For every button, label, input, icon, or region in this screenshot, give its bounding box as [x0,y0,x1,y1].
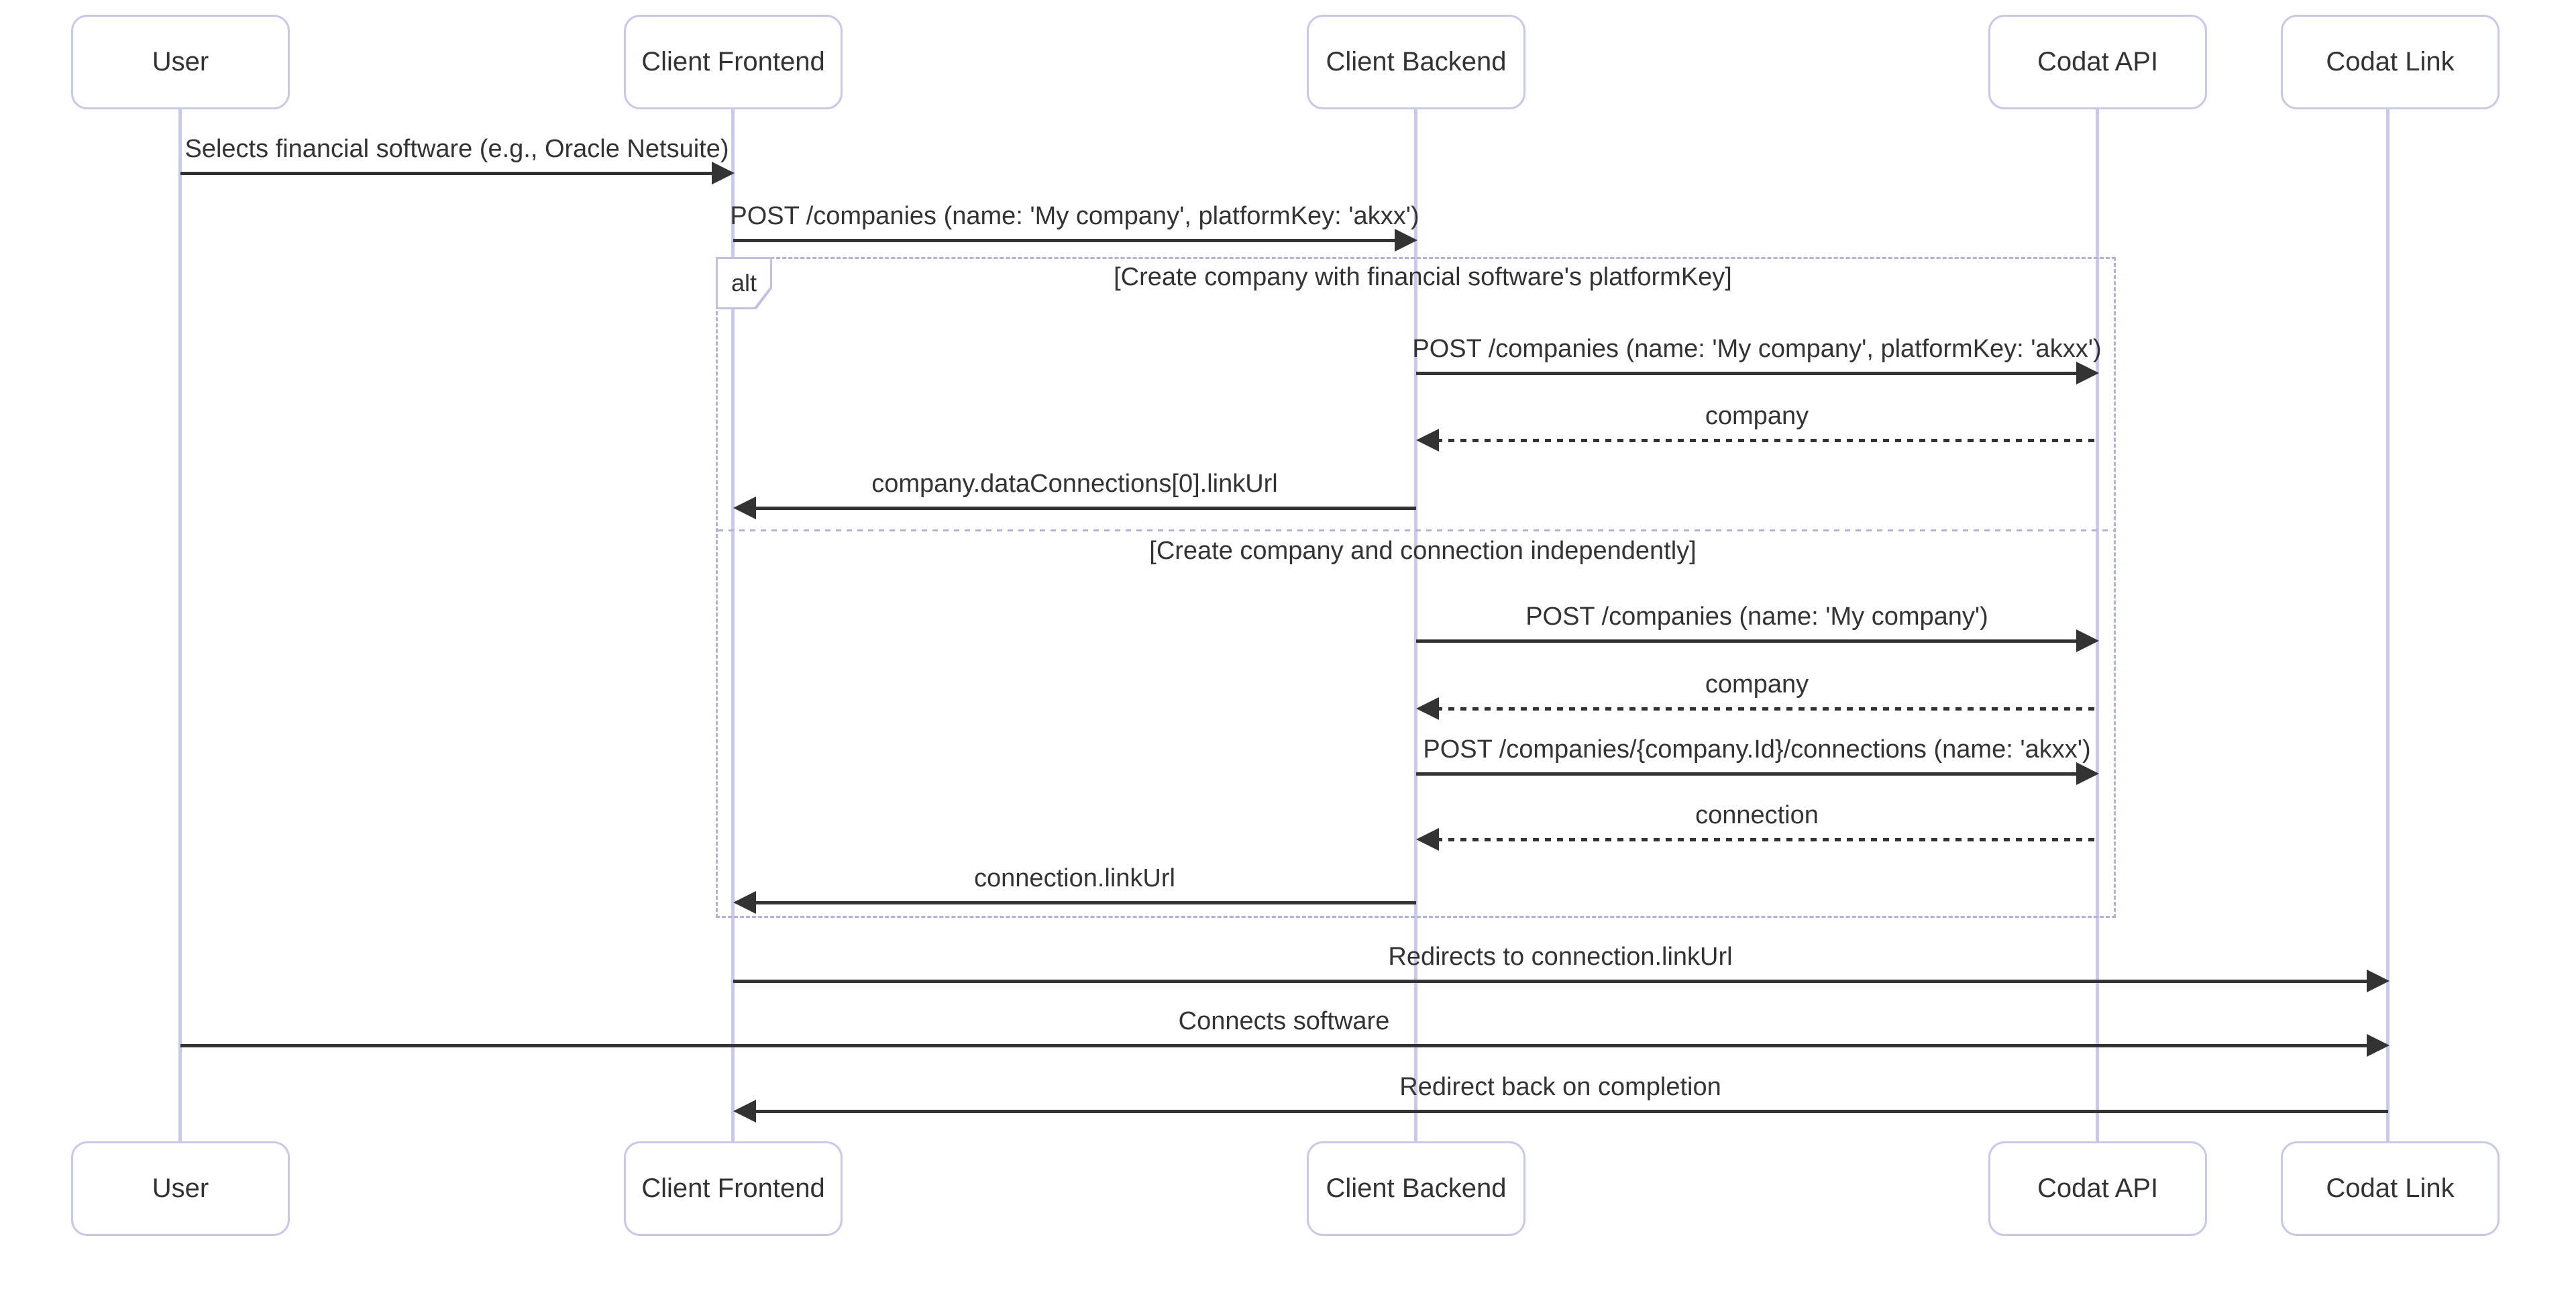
message-label: POST /companies (name: 'My company') [1525,603,1988,631]
arrowhead-right-icon [2367,1034,2390,1057]
message-line [180,172,713,175]
message-line [733,980,2368,983]
message-label: POST /companies (name: 'My company', pla… [730,202,1419,230]
arrowhead-left-icon [1416,828,1439,851]
arrowhead-right-icon [2076,362,2099,384]
message-line [1416,372,2078,375]
message-line [1436,439,2098,442]
actor-box-codat-link-bottom: Codat Link [2281,1141,2500,1236]
message-label: POST /companies (name: 'My company', pla… [1412,335,2102,363]
message-line [180,1044,2368,1047]
lifeline-codat-link [2386,109,2390,1141]
message-line [1416,639,2078,643]
arrowhead-right-icon [1395,229,1417,252]
message-label: Redirect back on completion [1399,1073,1721,1101]
message-line [1416,772,2078,776]
actor-box-client-frontend-top: Client Frontend [624,15,843,109]
actor-box-client-backend-bottom: Client Backend [1307,1141,1525,1236]
actor-box-codat-api-bottom: Codat API [1988,1141,2207,1236]
message-line [1436,838,2098,841]
message-label: Selects financial software (e.g., Oracle… [184,135,729,163]
actor-box-codat-link-top: Codat Link [2281,15,2500,109]
message-label: company [1705,402,1809,430]
message-label: company [1705,670,1809,698]
message-label: company.dataConnections[0].linkUrl [871,470,1278,498]
arrowhead-left-icon [1416,429,1439,452]
alt-fragment-border [716,257,2116,918]
alt-section-label: [Create company and connection independe… [1149,537,1697,565]
lifeline-codat-api [2096,109,2099,1141]
arrowhead-right-icon [712,162,735,185]
actor-box-user-bottom: User [71,1141,290,1236]
message-label: connection [1695,801,1819,829]
lifeline-user [178,109,182,1141]
message-line [733,239,1396,242]
lifeline-client-frontend [731,109,735,1141]
message-line [1436,707,2098,711]
lifeline-client-backend [1414,109,1417,1141]
message-label: Connects software [1178,1007,1390,1035]
arrowhead-left-icon [1416,697,1439,720]
alt-operator-label: alt [718,259,770,307]
alt-operator-box: alt [716,257,772,309]
arrowhead-left-icon [733,497,756,519]
alt-fragment-divider [718,529,2114,531]
message-line [753,901,1416,904]
actor-box-codat-api-top: Codat API [1988,15,2207,109]
arrowhead-right-icon [2076,762,2099,785]
alt-section-label: [Create company with financial software'… [1114,263,1732,291]
actor-box-user-top: User [71,15,290,109]
message-label: Redirects to connection.linkUrl [1388,943,1733,971]
arrowhead-right-icon [2076,629,2099,652]
actor-box-client-frontend-bottom: Client Frontend [624,1141,843,1236]
message-line [753,1110,2388,1113]
actor-box-client-backend-top: Client Backend [1307,15,1525,109]
message-label: POST /companies/{company.Id}/connections… [1423,735,2091,764]
arrowhead-left-icon [733,891,756,914]
message-line [753,507,1416,510]
arrowhead-right-icon [2367,970,2390,992]
message-label: connection.linkUrl [974,864,1175,892]
arrowhead-left-icon [733,1100,756,1123]
